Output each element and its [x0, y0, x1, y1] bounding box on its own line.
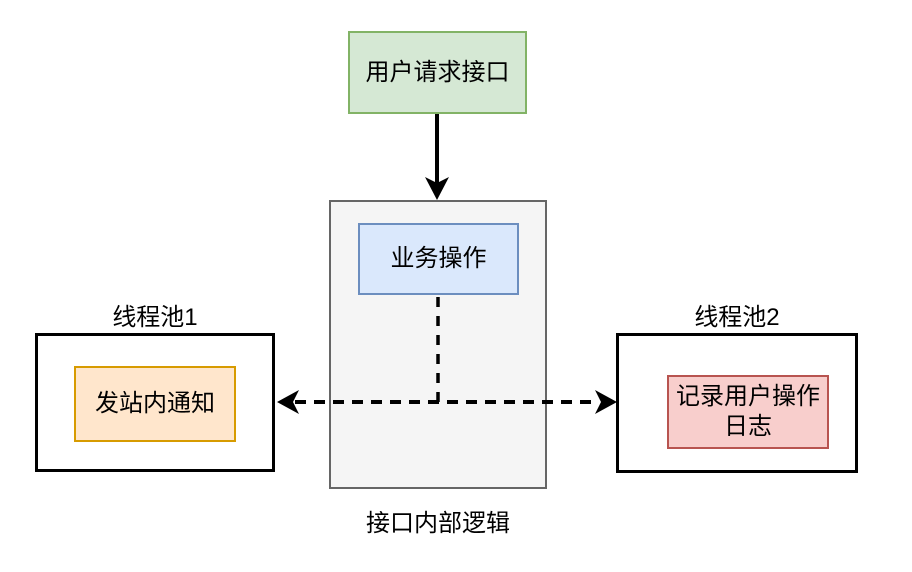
thread-pool-2-label: 线程池2	[694, 304, 780, 331]
interface-logic-label: 接口内部逻辑	[366, 510, 510, 537]
node-send-notification: 发站内通知	[74, 366, 236, 442]
node-record-log-label: 记录用户操作 日志	[676, 383, 820, 440]
edge-request-to-logic-arrowhead	[425, 177, 449, 200]
node-user-request: 用户请求接口	[348, 31, 527, 114]
node-send-notification-label: 发站内通知	[95, 390, 215, 417]
node-user-request-label: 用户请求接口	[365, 58, 510, 86]
edge-arrowhead-right	[595, 390, 617, 414]
edge-arrowhead-left	[277, 390, 299, 414]
node-business-operation-label: 业务操作	[390, 245, 487, 272]
node-record-log: 记录用户操作 日志	[667, 375, 829, 449]
thread-pool-1-label: 线程池1	[112, 304, 198, 331]
node-business-operation: 业务操作	[358, 223, 519, 295]
